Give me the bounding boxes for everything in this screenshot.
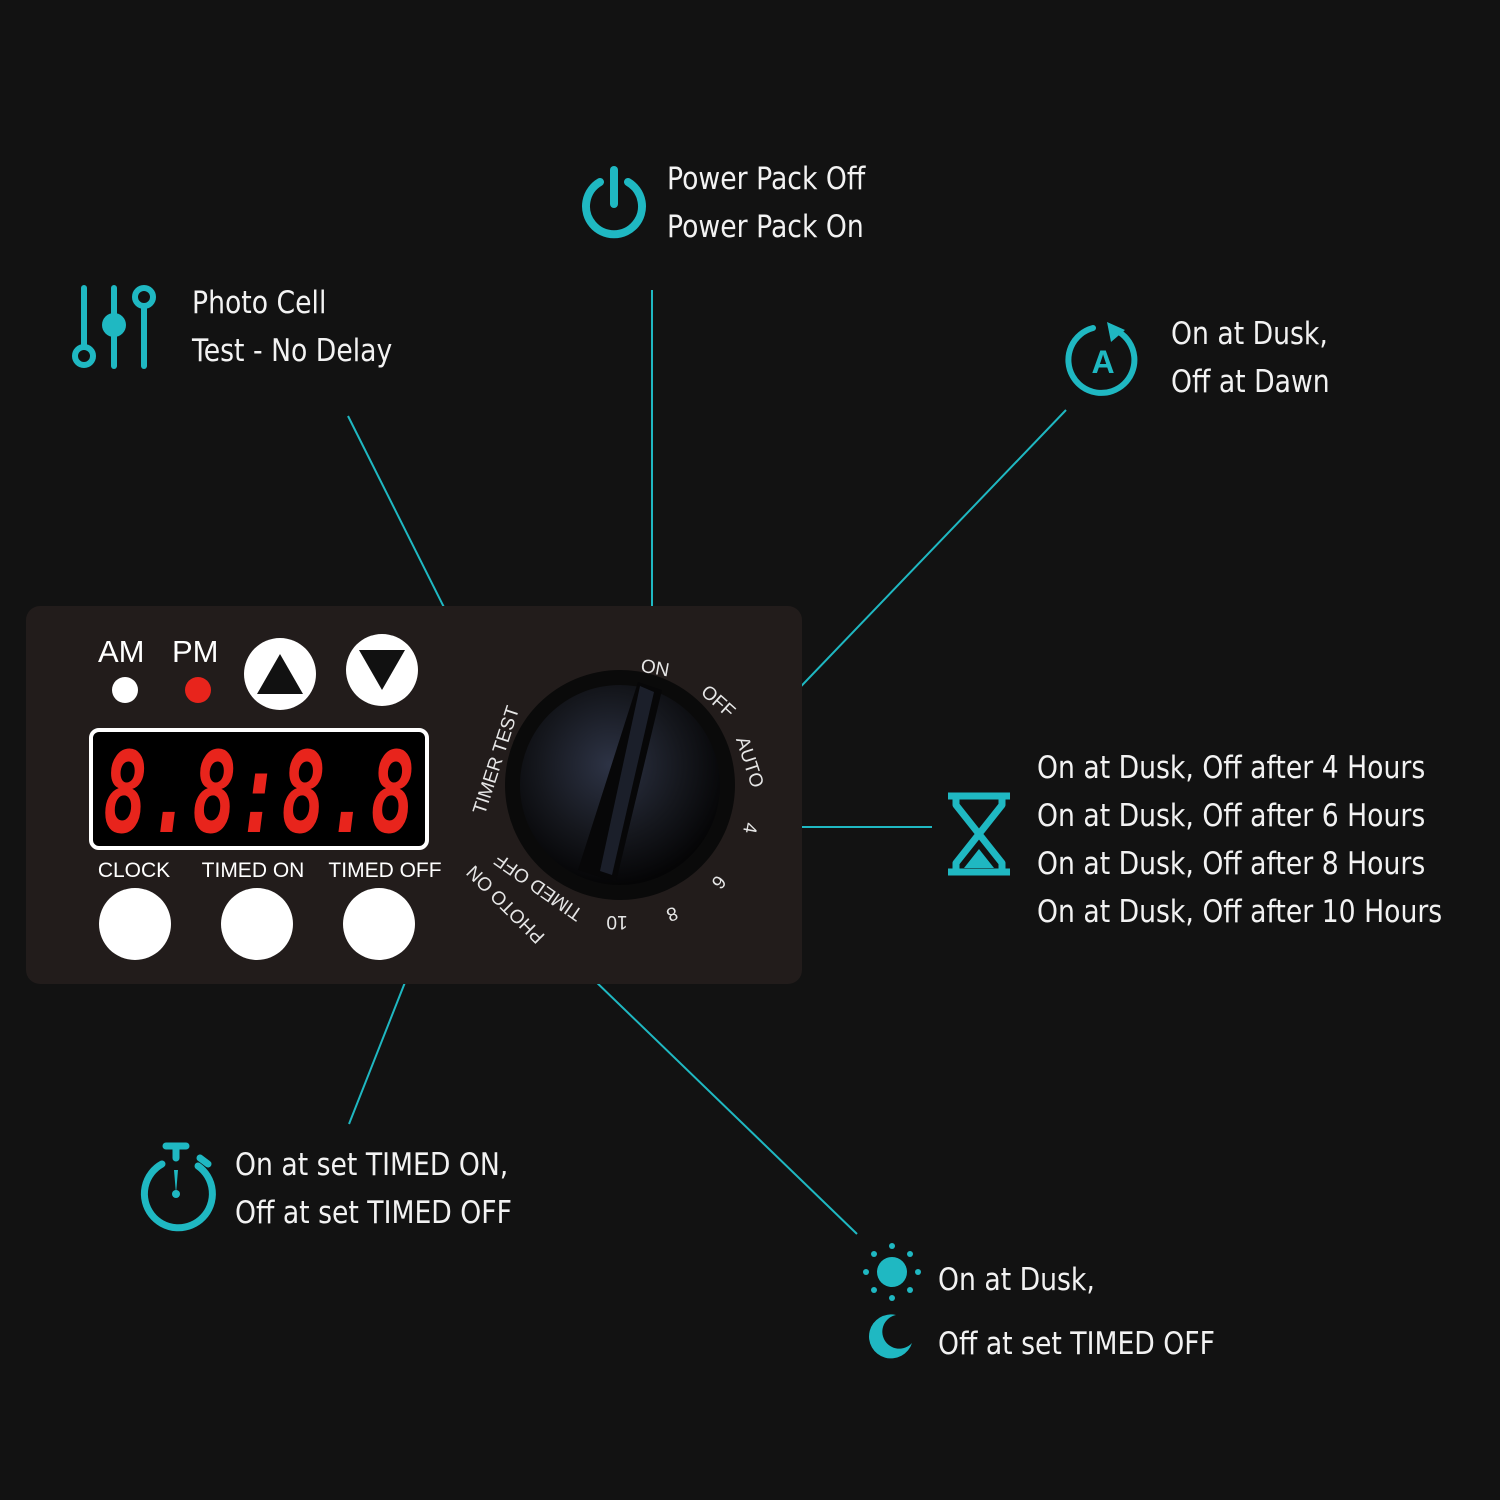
photo-on-callout-line-1: On at Dusk,: [938, 1262, 1095, 1298]
mode-dial: ON OFF AUTO 4 6 8 10 TIMED OFF PHOTO ON …: [463, 656, 767, 947]
timed-on-button-label: TIMED ON: [201, 859, 305, 882]
power-callout-line-2: Power Pack On: [667, 209, 864, 245]
moon-icon: [869, 1314, 912, 1359]
power-callout-line-1: Power Pack Off: [667, 161, 866, 197]
stopwatch-icon: [140, 1142, 216, 1232]
timer-callout-line-2: Off at set TIMED OFF: [235, 1195, 512, 1231]
auto-callout-text: On at Dusk, Off at Dawn: [1171, 310, 1330, 406]
hours-callout-line-1: On at Dusk, Off after 4 Hours: [1037, 750, 1426, 786]
photo-cell-callout-line-2: Test - No Delay: [192, 333, 393, 369]
dial-label-4: 4: [738, 821, 761, 835]
pm-label: PM: [172, 634, 219, 669]
auto-cycle-icon: A: [1065, 322, 1138, 396]
hourglass-icon: [948, 792, 1010, 876]
timed-off-button[interactable]: [343, 888, 415, 960]
down-arrow-icon: [359, 650, 405, 690]
power-callout-text: Power Pack Off Power Pack On: [667, 155, 865, 251]
up-button[interactable]: [244, 638, 316, 710]
display-digits: 8.8:8.8: [103, 732, 415, 846]
sun-icon: [863, 1243, 921, 1301]
seven-segment-digits: 8.8:8.8: [103, 732, 415, 846]
clock-button-label: CLOCK: [97, 859, 171, 882]
power-icon: [582, 166, 646, 239]
led-time-display: 8.8:8.8: [89, 728, 429, 850]
timer-callout-text: On at set TIMED ON, Off at set TIMED OFF: [235, 1141, 512, 1237]
pm-indicator-led: [185, 677, 211, 703]
hours-callout-line-2: On at Dusk, Off after 6 Hours: [1037, 798, 1426, 834]
photo-on-callout-line-2: Off at set TIMED OFF: [938, 1326, 1215, 1362]
dial-label-6: 6: [707, 871, 730, 893]
photo-on-callout-text: On at Dusk, Off at set TIMED OFF: [938, 1248, 1215, 1376]
hours-callout-line-3: On at Dusk, Off after 8 Hours: [1037, 846, 1426, 882]
dial-label-10: 10: [606, 911, 627, 932]
am-indicator-led: [112, 677, 138, 703]
photo-on-leader-line: [561, 948, 858, 1235]
timed-on-button[interactable]: [221, 888, 293, 960]
timer-callout-line-1: On at set TIMED ON,: [235, 1147, 509, 1183]
dial-label-8: 8: [663, 901, 680, 924]
auto-icon-letter: A: [1091, 344, 1114, 380]
down-button[interactable]: [346, 634, 418, 706]
auto-leader-line: [761, 409, 1067, 728]
am-label: AM: [98, 634, 145, 669]
clock-button[interactable]: [99, 888, 171, 960]
photo-cell-callout-text: Photo Cell Test - No Delay: [192, 279, 392, 375]
hours-callout-line-4: On at Dusk, Off after 10 Hours: [1037, 894, 1443, 930]
dial-label-auto: AUTO: [731, 734, 767, 790]
up-arrow-icon: [257, 654, 303, 694]
timed-off-button-label: TIMED OFF: [328, 859, 442, 882]
dial-label-on: ON: [639, 656, 671, 682]
hours-callout-text: On at Dusk, Off after 4 Hours On at Dusk…: [1037, 744, 1442, 936]
sliders-icon: [72, 285, 156, 369]
photo-cell-callout-line-1: Photo Cell: [192, 285, 327, 321]
auto-callout-line-1: On at Dusk,: [1171, 316, 1328, 352]
auto-callout-line-2: Off at Dawn: [1171, 364, 1330, 400]
